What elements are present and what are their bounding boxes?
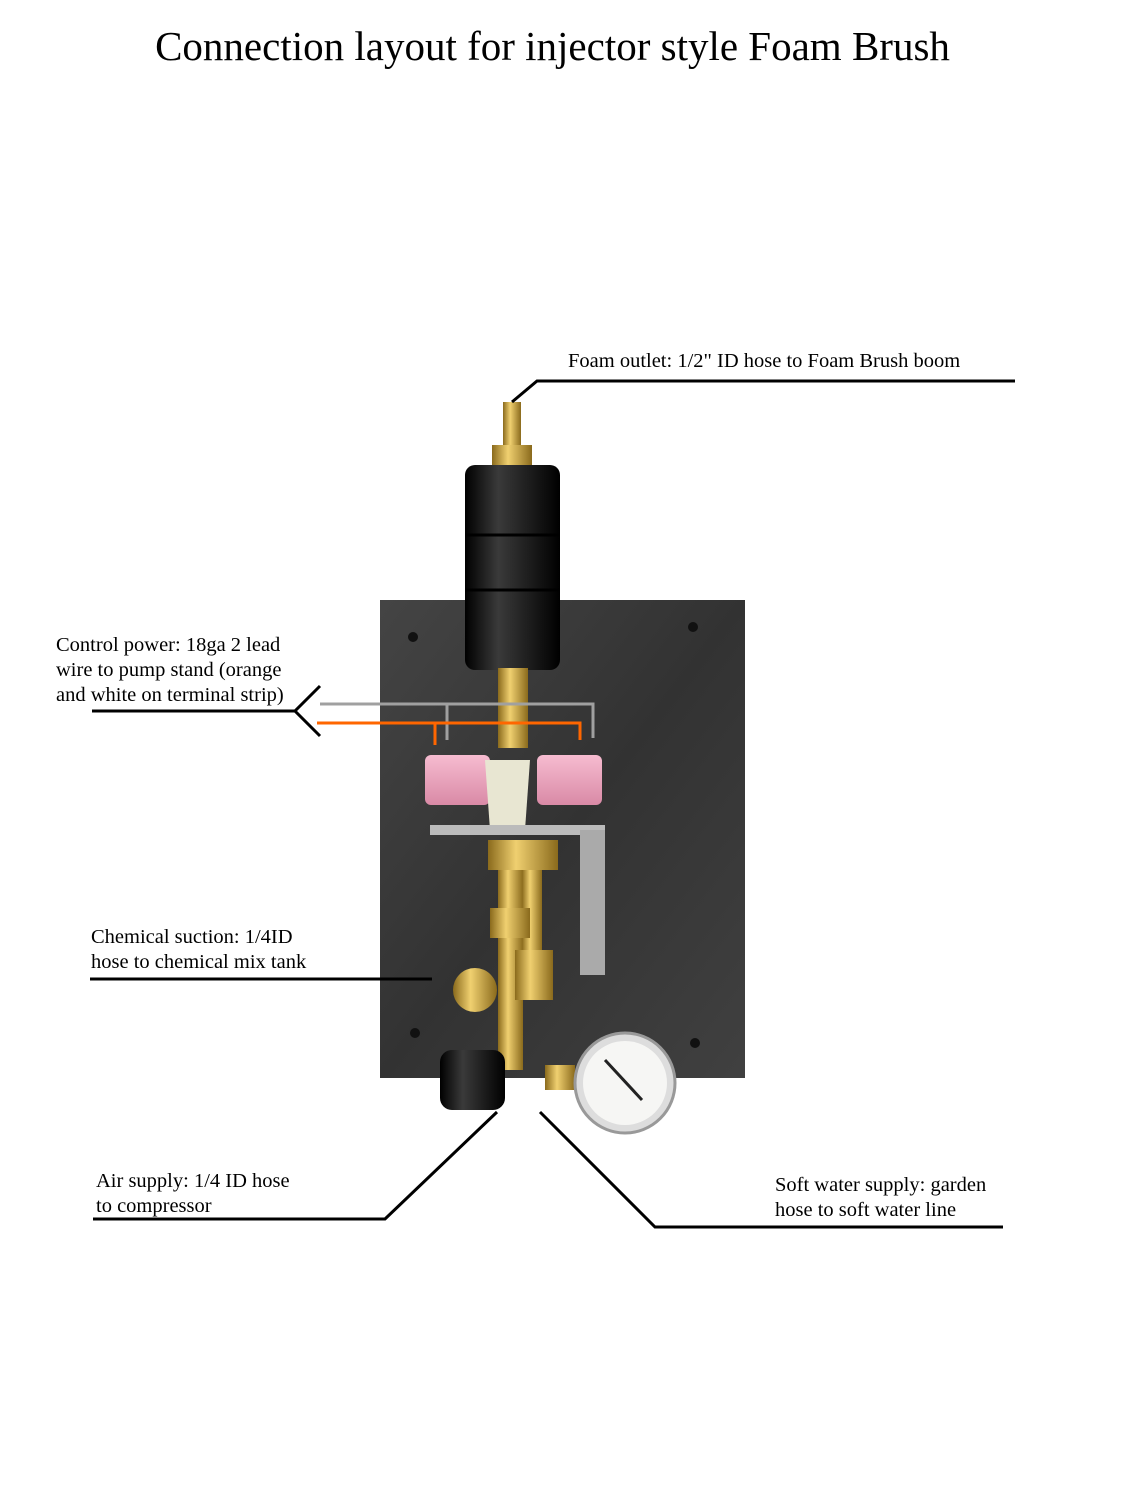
label-line: Chemical suction: 1/4ID <box>91 926 293 948</box>
control-power-bracket <box>292 684 322 738</box>
label-line: Soft water supply: garden <box>775 1174 987 1196</box>
page-title: Connection layout for injector style Foa… <box>155 23 950 69</box>
air-regulator <box>440 1050 505 1110</box>
mounting-board <box>380 600 745 1078</box>
mounting-bracket <box>580 830 605 975</box>
label-line: hose to soft water line <box>775 1199 957 1221</box>
label-line: to compressor <box>96 1195 212 1217</box>
air-supply-label: Air supply: 1/4 ID hose to compressor <box>96 1169 290 1219</box>
pressure-gauge <box>573 1031 677 1135</box>
air-supply-leader <box>93 1110 499 1221</box>
foam-chamber <box>465 465 560 670</box>
chemical-suction-label: Chemical suction: 1/4ID hose to chemical… <box>91 925 306 975</box>
chemical-metering-valve <box>453 968 497 1012</box>
label-line: wire to pump stand (orange <box>56 659 282 681</box>
solenoid-valves <box>425 755 605 975</box>
label-line: Control power: 18ga 2 lead <box>56 634 281 656</box>
brass-manifold <box>453 668 575 1090</box>
foam-outlet-nipple <box>492 402 532 467</box>
control-wires <box>317 702 595 745</box>
foam-outlet-leader <box>511 379 1015 404</box>
label-line: Air supply: 1/4 ID hose <box>96 1170 290 1192</box>
soft-water-leader <box>538 1110 1003 1229</box>
callout-lines <box>90 379 1015 1229</box>
foam-outlet-label: Foam outlet: 1/2" ID hose to Foam Brush … <box>568 350 961 372</box>
label-line: and white on terminal strip) <box>56 684 284 706</box>
soft-water-label: Soft water supply: garden hose to soft w… <box>775 1173 986 1223</box>
control-power-label: Control power: 18ga 2 lead wire to pump … <box>56 633 284 708</box>
label-line: hose to chemical mix tank <box>91 951 307 973</box>
